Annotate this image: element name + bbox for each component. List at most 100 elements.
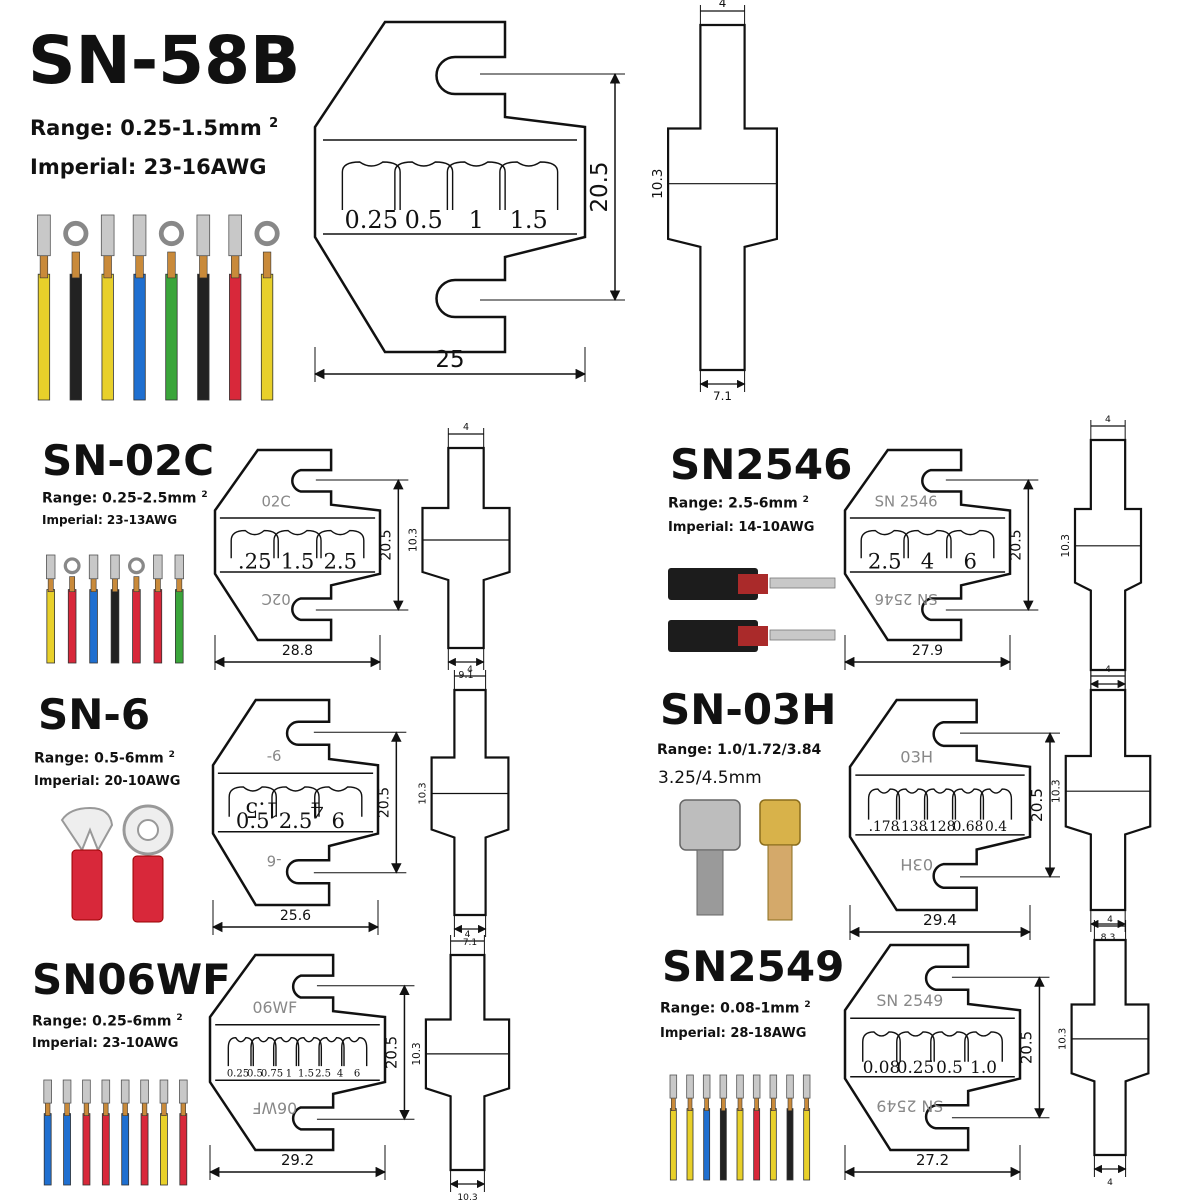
sma-connector-cable — [767, 844, 793, 921]
fork-terminal — [60, 806, 114, 853]
wire-0-3 — [133, 273, 146, 401]
wire-terminal-6-0 — [669, 1074, 678, 1099]
imperial-sn2549: Imperial: 28-18AWG — [660, 1026, 807, 1041]
die-size-label-3-2: 6 — [332, 808, 345, 833]
wire-5-7 — [179, 1113, 188, 1186]
width-dim-label-3: 25.6 — [280, 908, 311, 924]
wire-crimp-0-4 — [167, 251, 176, 279]
wire-0-6 — [229, 273, 242, 401]
wire-terminal-0-6 — [228, 214, 242, 257]
side-outline-3 — [430, 688, 510, 917]
die-outline-5 — [208, 953, 387, 1152]
die-cavity-4-4 — [979, 788, 1013, 820]
side-outline-1 — [421, 446, 511, 650]
wire-terminal-5-3 — [101, 1079, 111, 1104]
die-code-bottom-2: SN 2546 — [875, 590, 938, 608]
height-dim-label-1: 20.5 — [378, 529, 394, 560]
mc4-connector-body-0 — [668, 568, 758, 600]
wire-6-6 — [769, 1108, 777, 1181]
mc4-connector-body-1 — [668, 620, 758, 652]
die-size-label-1-2: 2.5 — [323, 549, 357, 574]
title-sn2549: SN2549 — [662, 942, 845, 991]
die-size-label-5-7: 6 — [354, 1069, 360, 1080]
side-mid-label-3: 10.3 — [418, 782, 429, 804]
imperial-sn06wf: Imperial: 23-10AWG — [32, 1036, 179, 1051]
die-size-label-6-3: 1.0 — [970, 1057, 997, 1077]
title-sn6: SN-6 — [38, 690, 151, 739]
die-code-bottom-5: 06WF — [252, 1099, 297, 1118]
bnc-connector-pin — [696, 849, 724, 916]
die-outline-2 — [843, 448, 1012, 642]
ring-terminal-hole — [137, 819, 159, 841]
wire-0-5 — [197, 273, 210, 401]
imperial-sn02c: Imperial: 23-13AWG — [42, 513, 178, 527]
die-size-label-0-0: 0.25 — [345, 206, 398, 234]
side-bottom-label-4: 8.3 — [1101, 932, 1116, 943]
die-cavity-1-2 — [316, 529, 365, 559]
height-dim-label-4: 20.5 — [1028, 788, 1046, 822]
side-top-label-5: 4 — [465, 930, 471, 940]
height-dim-label-2: 20.5 — [1008, 529, 1024, 560]
wire-terminal-6-7 — [786, 1074, 794, 1099]
wire-6-8 — [803, 1108, 811, 1181]
wire-ring-terminal-0-4 — [158, 220, 185, 247]
side-bottom-label-0: 7.1 — [713, 389, 732, 403]
die-size-label-2-0: 2.5 — [868, 549, 902, 574]
die-code-bottom-1: 02C — [261, 590, 290, 608]
die-size-label-5-5: 2.5 — [315, 1069, 331, 1080]
wire-crimp-1-1 — [69, 576, 76, 593]
wire-1-2 — [89, 589, 98, 664]
wire-terminal-1-6 — [174, 554, 184, 580]
die-code-top-3: -6 — [267, 747, 282, 765]
die-code-top-1: 02C — [261, 492, 290, 510]
die-size-label-4-3: 0.68 — [953, 819, 984, 835]
die-size-label-5-6: 4 — [337, 1069, 343, 1080]
wire-crimp-0-7 — [262, 251, 272, 279]
title-sn02c: SN-02C — [42, 436, 215, 485]
wire-terminal-5-0 — [43, 1079, 52, 1104]
range-sn02c: Range: 0.25-2.5mm 2 — [42, 490, 208, 507]
wire-6-5 — [753, 1108, 761, 1181]
side-mid-label-4: 10.3 — [1051, 779, 1063, 802]
wire-terminal-6-1 — [686, 1074, 694, 1099]
wire-1-5 — [153, 589, 163, 664]
side-mid-label-5: 10.3 — [411, 1042, 423, 1065]
die-code-bottom-3: -6 — [267, 851, 282, 869]
imperial-sn6: Imperial: 20-10AWG — [34, 774, 181, 789]
die-size-label-6-0: 0.08 — [863, 1057, 900, 1077]
side-bottom-label-5: 10.3 — [457, 1193, 477, 1200]
mc4-connector-mark-1 — [738, 626, 768, 646]
wire-0-7 — [260, 273, 274, 401]
wire-0-2 — [101, 273, 114, 401]
wire-terminal-0-3 — [132, 214, 147, 257]
side-outline-2 — [1073, 438, 1143, 672]
wire-terminal-6-2 — [702, 1074, 711, 1099]
die-size-label-0-1: 0.5 — [405, 206, 443, 234]
die-cavity-6-3 — [964, 1031, 1003, 1062]
wire-1-0 — [46, 589, 55, 664]
die-code-top-2: SN 2546 — [875, 492, 938, 510]
die-size-label-lower-3-1: 4 — [310, 798, 323, 823]
imperial-sn58b: Imperial: 23-16AWG — [30, 155, 267, 179]
side-bottom-label-3: 7.1 — [463, 938, 477, 948]
side-top-label-4: 4 — [1105, 664, 1111, 675]
wire-terminal-6-6 — [769, 1074, 778, 1099]
range-sn6: Range: 0.5-6mm 2 — [34, 750, 175, 767]
die-size-label-3-0: 0.5 — [236, 808, 270, 833]
wire-1-4 — [132, 589, 141, 664]
side-mid-label-6: 10.3 — [1058, 1028, 1069, 1050]
wire-1-6 — [175, 589, 184, 664]
die-size-label-4-2: .128 — [925, 819, 956, 835]
wire-5-1 — [63, 1113, 71, 1186]
die-size-label-2-2: 6 — [964, 549, 977, 574]
side-outline-6 — [1070, 938, 1150, 1157]
wire-ring-terminal-0-1 — [63, 220, 89, 247]
die-size-label-0-3: 1.5 — [510, 206, 548, 234]
range-sn58b: Range: 0.25-1.5mm 2 — [30, 116, 279, 140]
title-sn03h: SN-03H — [660, 685, 837, 734]
width-dim-label-4: 29.4 — [923, 911, 957, 929]
wire-0-1 — [69, 273, 82, 401]
die-code-top-5: 06WF — [252, 998, 297, 1017]
title-sn06wf: SN06WF — [32, 955, 231, 1004]
